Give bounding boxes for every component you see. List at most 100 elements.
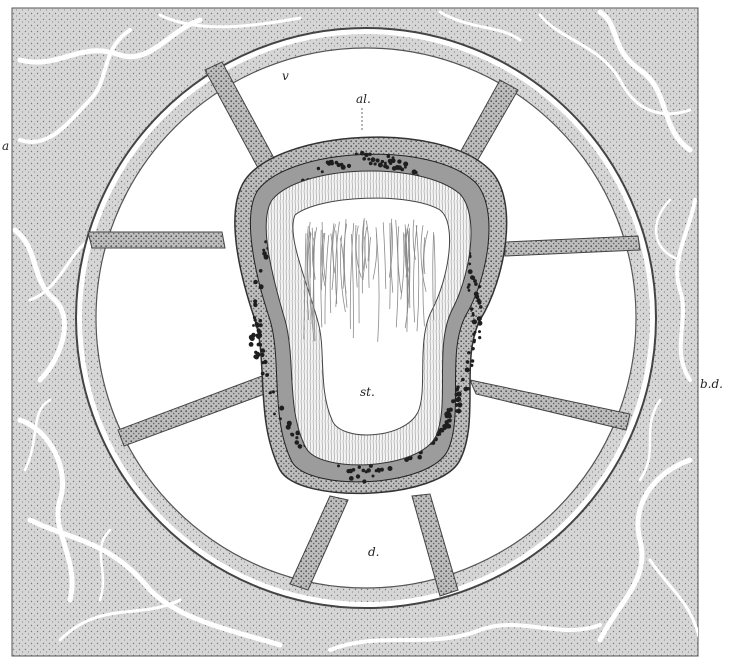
nucleus-dot — [369, 162, 373, 166]
nucleus-dot — [472, 312, 475, 315]
nucleus-dot — [368, 153, 371, 156]
nucleus-dot — [375, 469, 378, 472]
nucleus-dot — [447, 408, 450, 411]
nucleus-dot — [448, 418, 452, 422]
nucleus-dot — [468, 269, 473, 274]
nucleus-dot — [467, 351, 470, 354]
nucleus-dot — [279, 417, 282, 420]
nucleus-dot — [295, 436, 298, 439]
nucleus-dot — [253, 299, 257, 303]
label-st: st. — [360, 385, 375, 399]
septum-left-upper — [88, 232, 225, 248]
nucleus-dot — [478, 336, 481, 339]
nucleus-dot — [455, 393, 459, 397]
nucleus-dot — [367, 158, 370, 161]
central-body — [235, 137, 507, 493]
nucleus-dot — [255, 322, 259, 326]
nucleus-dot — [387, 154, 391, 158]
nucleus-dot — [272, 390, 275, 393]
nucleus-dot — [374, 162, 377, 165]
nucleus-dot — [400, 168, 404, 172]
nucleus-dot — [251, 333, 256, 338]
nucleus-dot — [262, 251, 267, 256]
nucleus-dot — [461, 378, 465, 382]
nucleus-dot — [262, 249, 265, 252]
nucleus-dot — [259, 319, 263, 323]
nucleus-dot — [473, 340, 476, 343]
nucleus-dot — [269, 391, 272, 394]
nucleus-dot — [477, 321, 482, 326]
nucleus-dot — [257, 343, 261, 347]
nucleus-dot — [477, 301, 481, 305]
nucleus-dot — [360, 151, 365, 156]
nucleus-dot — [347, 164, 351, 168]
nucleus-dot — [356, 474, 360, 478]
nucleus-dot — [355, 152, 358, 155]
nucleus-dot — [348, 469, 353, 474]
nucleus-dot — [392, 156, 395, 159]
nucleus-dot — [259, 269, 263, 273]
nucleus-dot — [479, 305, 483, 309]
nucleus-dot — [261, 372, 265, 376]
nucleus-dot — [329, 160, 333, 164]
nucleus-dot — [367, 468, 371, 472]
label-side-left: a — [2, 139, 9, 153]
nucleus-dot — [474, 282, 478, 286]
nucleus-dot — [291, 433, 295, 437]
nucleus-dot — [249, 342, 254, 347]
nucleus-dot — [473, 279, 477, 283]
nucleus-dot — [470, 307, 473, 310]
nucleus-dot — [317, 167, 320, 170]
nucleus-dot — [372, 475, 375, 478]
nucleus-dot — [417, 455, 422, 460]
nucleus-dot — [388, 466, 393, 471]
nucleus-dot — [265, 373, 269, 377]
nucleus-dot — [457, 385, 460, 388]
nucleus-dot — [273, 413, 276, 416]
nucleus-dot — [380, 468, 384, 472]
nucleus-dot — [279, 406, 284, 411]
nucleus-dot — [381, 160, 384, 163]
nucleus-dot — [371, 157, 376, 162]
nucleus-dot — [477, 316, 482, 321]
label-d: d. — [368, 545, 380, 559]
nucleus-dot — [286, 425, 291, 430]
nucleus-dot — [456, 398, 460, 402]
nucleus-dot — [259, 284, 264, 289]
nucleus-dot — [455, 403, 459, 407]
nucleus-dot — [471, 347, 474, 350]
label-al: al. — [356, 92, 371, 106]
nucleus-dot — [478, 330, 481, 333]
nucleus-dot — [468, 283, 471, 286]
nucleus-dot — [362, 479, 366, 483]
nucleus-dot — [362, 157, 366, 161]
nucleus-dot — [451, 399, 455, 403]
nucleus-dot — [376, 158, 380, 162]
nucleus-dot — [260, 348, 264, 352]
nucleus-dot — [466, 360, 470, 364]
nucleus-dot — [438, 433, 441, 436]
nucleus-dot — [253, 316, 256, 319]
nucleus-dot — [465, 367, 470, 372]
nucleus-dot — [388, 159, 393, 164]
nucleus-dot — [340, 163, 344, 167]
nucleus-dot — [362, 469, 366, 473]
nucleus-dot — [298, 444, 303, 449]
nucleus-dot — [457, 409, 462, 414]
nucleus-dot — [364, 153, 369, 158]
nucleus-dot — [260, 353, 264, 357]
nucleus-dot — [252, 324, 255, 327]
nucleus-dot — [471, 359, 475, 363]
nucleus-dot — [446, 423, 450, 427]
nucleus-dot — [261, 361, 264, 364]
nucleus-dot — [444, 412, 449, 417]
nucleus-dot — [259, 323, 263, 327]
nucleus-dot — [337, 464, 340, 467]
nucleus-dot — [472, 333, 475, 336]
nucleus-dot — [384, 162, 387, 165]
nucleus-dot — [256, 352, 260, 356]
nucleus-dot — [253, 280, 258, 285]
nucleus-dot — [383, 164, 387, 168]
nucleus-dot — [349, 476, 354, 481]
